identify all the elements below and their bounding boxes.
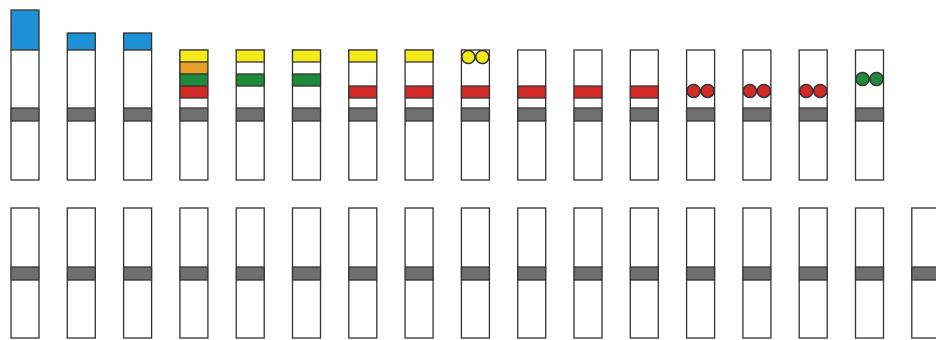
centromere-band — [293, 267, 321, 280]
centromere-band — [180, 108, 208, 121]
centromere-band — [67, 267, 95, 280]
band-green — [236, 74, 264, 86]
centromere-band — [405, 267, 433, 280]
dot-red — [701, 85, 714, 98]
centromere-band — [799, 108, 827, 121]
band-red — [630, 86, 658, 98]
centromere-band — [630, 267, 658, 280]
band-yellow — [293, 50, 321, 62]
centromere-band — [349, 267, 377, 280]
centromere-band — [687, 267, 715, 280]
band-green — [180, 74, 208, 86]
centromere-band — [293, 108, 321, 121]
centromere-band — [743, 108, 771, 121]
dot-red — [800, 85, 813, 98]
band-yellow — [236, 50, 264, 62]
centromere-band — [124, 108, 152, 121]
centromere-band — [349, 108, 377, 121]
centromere-band — [11, 108, 39, 121]
centromere-band — [67, 108, 95, 121]
band-yellow — [349, 50, 377, 62]
chromatid-cap-blue — [67, 33, 95, 50]
band-red — [518, 86, 546, 98]
dot-green — [870, 73, 883, 86]
centromere-band — [856, 108, 884, 121]
band-red — [574, 86, 602, 98]
centromere-band — [11, 267, 39, 280]
dot-red — [757, 85, 770, 98]
centromere-band — [124, 267, 152, 280]
centromere-band — [518, 267, 546, 280]
centromere-band — [856, 267, 884, 280]
centromere-band — [518, 108, 546, 121]
centromere-band — [912, 267, 936, 280]
dot-red — [814, 85, 827, 98]
chromatid-cap-blue — [11, 10, 39, 50]
centromere-band — [461, 108, 489, 121]
centromere-band — [180, 267, 208, 280]
band-red — [349, 86, 377, 98]
centromere-band — [574, 267, 602, 280]
band-green — [293, 74, 321, 86]
dot-red — [687, 85, 700, 98]
centromere-band — [236, 267, 264, 280]
band-red — [461, 86, 489, 98]
band-orange — [180, 62, 208, 74]
centromere-band — [687, 108, 715, 121]
centromere-band — [630, 108, 658, 121]
band-yellow — [180, 50, 208, 62]
band-yellow — [405, 50, 433, 62]
dot-green — [856, 73, 869, 86]
centromere-band — [236, 108, 264, 121]
chromatid-cap-blue — [124, 33, 152, 50]
centromere-band — [574, 108, 602, 121]
dot-yellow — [462, 51, 475, 64]
centromere-band — [405, 108, 433, 121]
band-red — [180, 86, 208, 98]
centromere-band — [743, 267, 771, 280]
dot-yellow — [476, 51, 489, 64]
centromere-band — [461, 267, 489, 280]
centromere-band — [799, 267, 827, 280]
band-red — [405, 86, 433, 98]
dot-red — [743, 85, 756, 98]
